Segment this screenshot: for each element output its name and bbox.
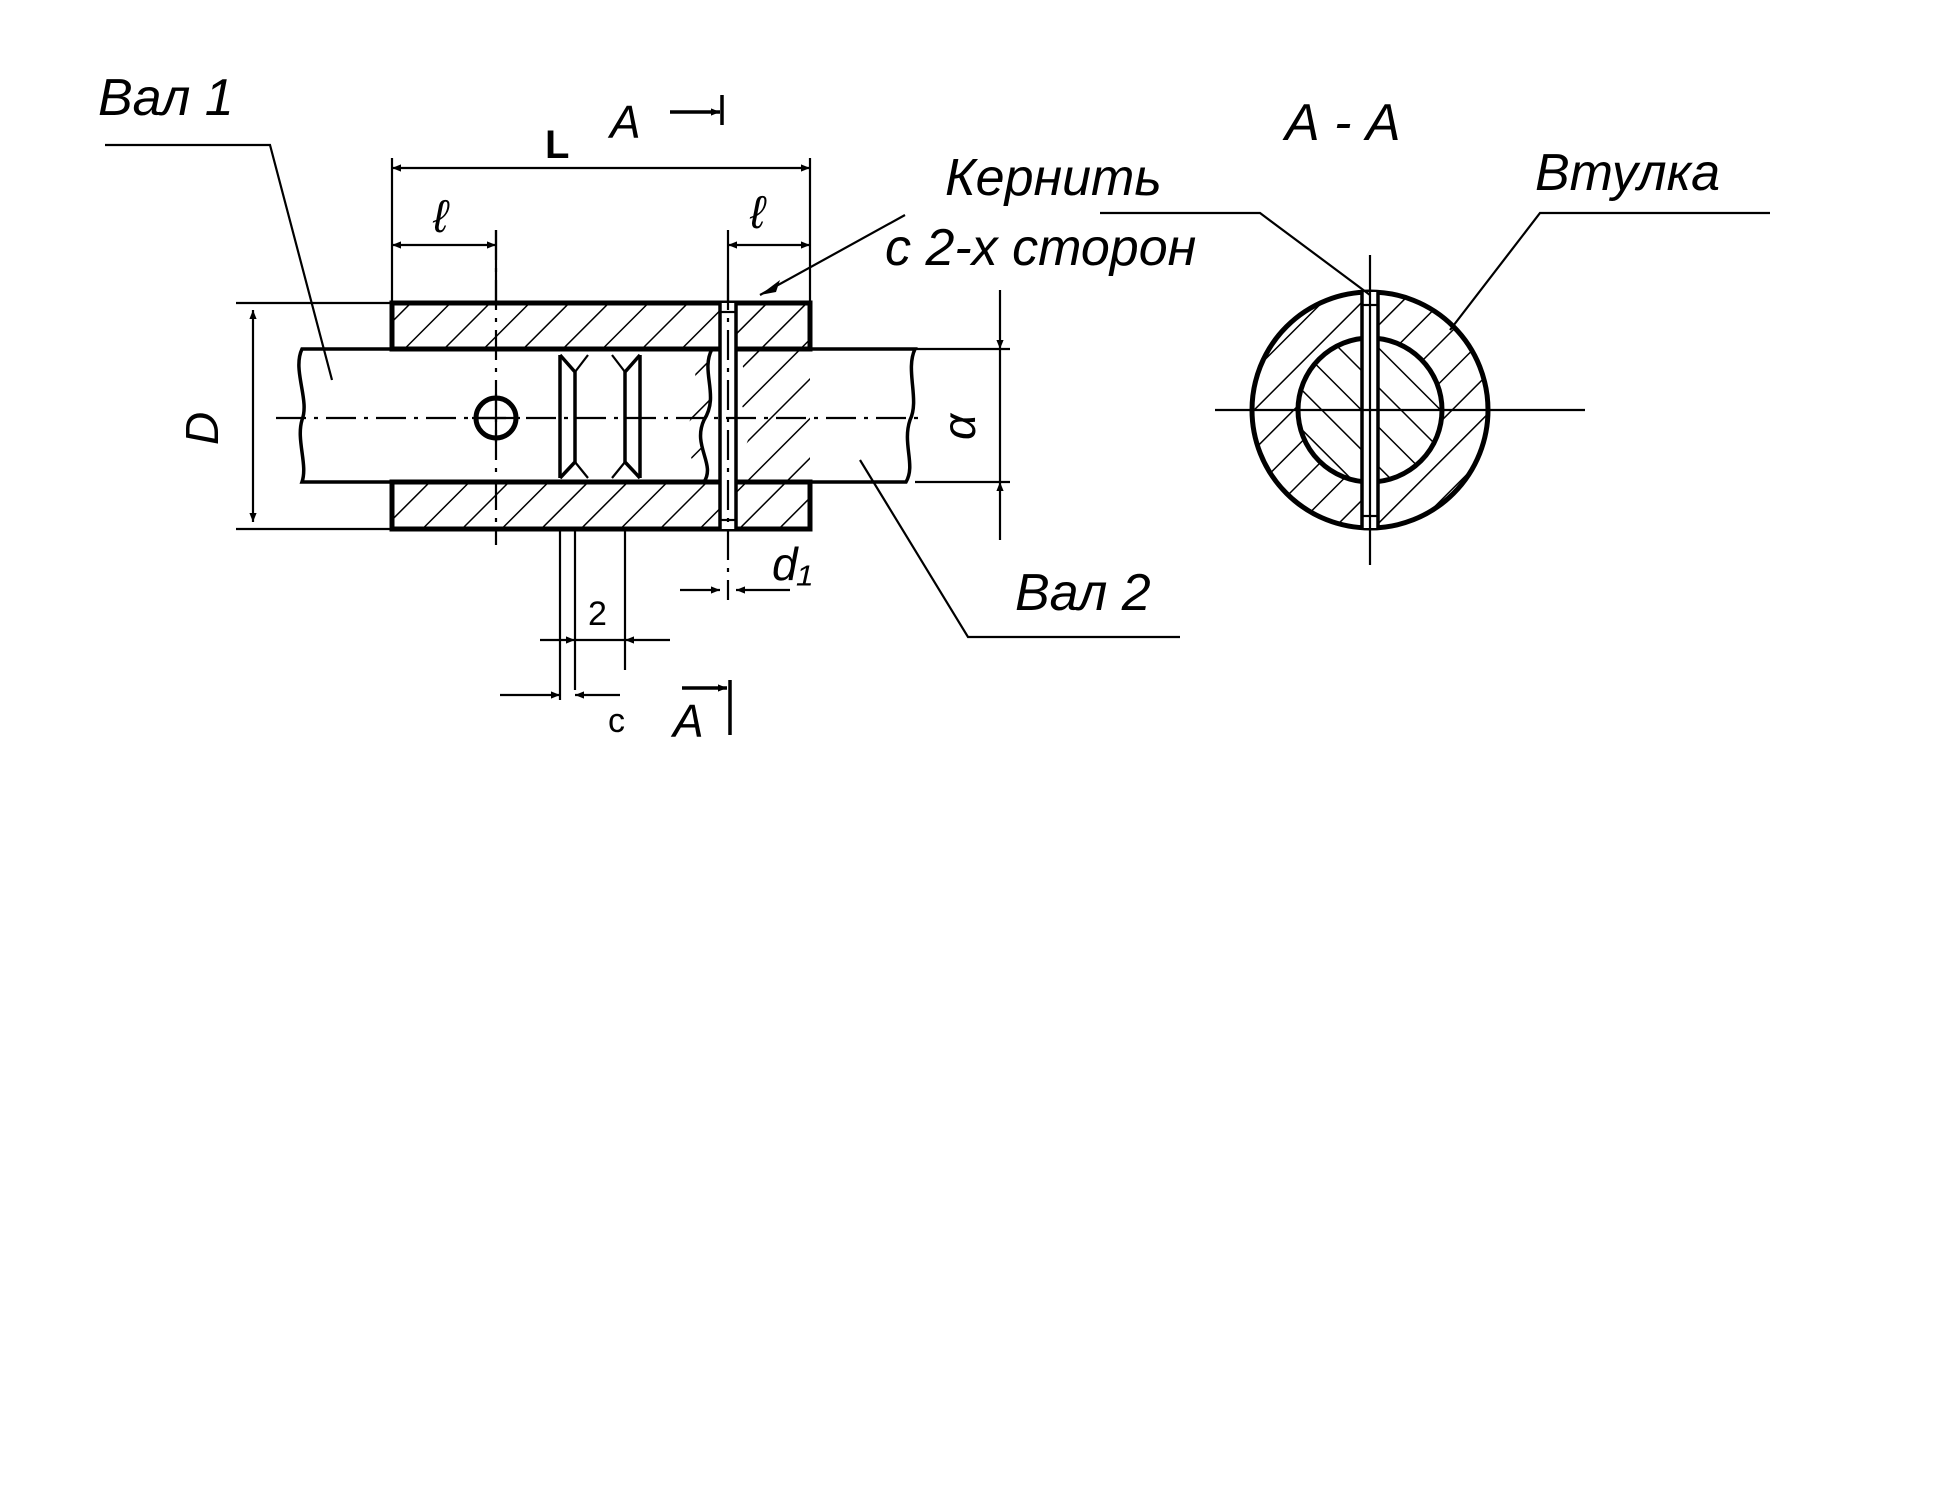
label-punch-line-2: с 2-х сторон (885, 219, 1196, 277)
label-punch-line-1: Кернить (945, 149, 1162, 207)
label-section-mark-top: A (607, 96, 641, 148)
shaft-groove (558, 353, 642, 480)
shaft-1-body (297, 347, 392, 484)
label-dim-l-right: ℓ (749, 186, 767, 238)
bushing-wall-bottom (389, 479, 813, 532)
label-dim-a: α (933, 412, 985, 440)
label-dim-l-left: ℓ (432, 190, 450, 242)
label-shaft-1: Вал 1 (98, 69, 234, 127)
label-section-mark-bottom: A (670, 695, 704, 747)
side-view (105, 95, 1180, 735)
label-section-aa: А - А (1282, 94, 1401, 152)
section-view-aa (1100, 211, 1770, 565)
label-dim-c: c (608, 702, 625, 740)
label-dim-L: L (545, 123, 569, 167)
label-dim-D: D (176, 412, 228, 445)
label-bushing: Втулка (1535, 144, 1720, 202)
bushing-wall-top (389, 300, 813, 352)
label-dim-d1: d₁ (772, 538, 812, 590)
label-dim-2: 2 (588, 595, 607, 633)
label-shaft-2: Вал 2 (1015, 564, 1151, 622)
shaft-2-body (687, 347, 918, 484)
pin (718, 303, 738, 529)
